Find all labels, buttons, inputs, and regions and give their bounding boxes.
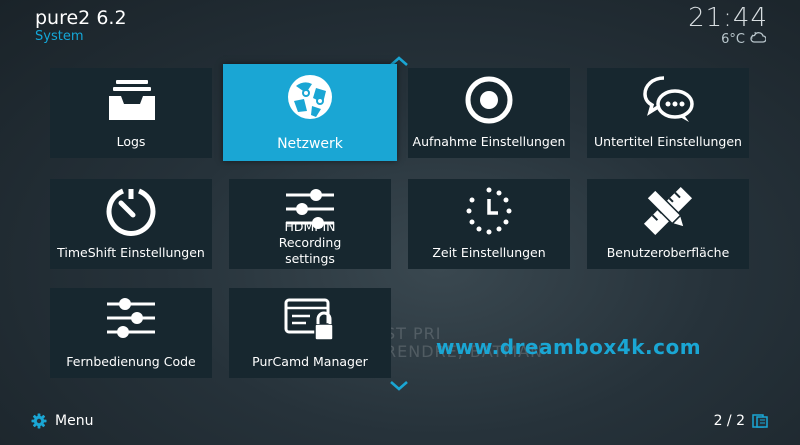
globe-network-icon xyxy=(282,71,338,123)
record-icon xyxy=(461,74,517,126)
tile-label: PurCamd Manager xyxy=(252,354,368,369)
tile-hdmi-in-recording-settings[interactable]: HDMI-IN Recording settings xyxy=(229,179,391,269)
page-indicator: 2 / 2 xyxy=(714,413,768,429)
weather: 6°C xyxy=(721,31,767,47)
clock: 21:44 xyxy=(688,3,768,33)
menu-label: Menu xyxy=(55,413,94,429)
watermark: www.dreambox4k.com xyxy=(436,335,702,359)
tile-label: Benutzeroberfläche xyxy=(606,245,730,260)
weather-cloud-icon xyxy=(750,31,767,47)
scroll-down-arrow-icon[interactable] xyxy=(389,380,409,392)
background-preview-text: ST PRI RENDRE, BATMAN xyxy=(385,324,544,361)
pages-icon xyxy=(752,414,768,428)
tile-label: Aufnahme Einstellungen xyxy=(412,134,566,149)
sliders-icon xyxy=(103,294,159,346)
tile-aufnahme-einstellungen[interactable]: Aufnahme Einstellungen xyxy=(408,68,570,158)
speech-bubble-icon xyxy=(640,74,696,126)
tray-icon xyxy=(103,74,159,126)
tile-label: Untertitel Einstellungen xyxy=(594,134,742,149)
tile-fernbedienung-code[interactable]: Fernbedienung Code xyxy=(50,288,212,378)
section-title: System xyxy=(35,29,84,44)
tile-label: HDMI-IN Recording settings xyxy=(278,219,342,266)
card-lock-icon xyxy=(282,294,338,346)
sliders-icon xyxy=(282,185,338,237)
menu-button[interactable]: Menu xyxy=(31,413,93,429)
app-title: pure2 6.2 xyxy=(35,7,127,29)
tile-zeit-einstellungen[interactable]: Zeit Einstellungen xyxy=(408,179,570,269)
tile-label: Logs xyxy=(116,134,146,149)
clock-icon xyxy=(461,185,517,237)
tile-benutzeroberflaeche[interactable]: Benutzeroberfläche xyxy=(587,179,749,269)
tile-label: TimeShift Einstellungen xyxy=(57,245,205,260)
gear-icon xyxy=(31,413,47,429)
timer-icon xyxy=(103,185,159,237)
tile-label: Zeit Einstellungen xyxy=(432,245,546,260)
tile-purcamd-manager[interactable]: PurCamd Manager xyxy=(229,288,391,378)
pencil-ruler-icon xyxy=(640,185,696,237)
tile-netzwerk[interactable]: Netzwerk xyxy=(223,64,397,161)
page-indicator-text: 2 / 2 xyxy=(713,413,745,429)
temperature: 6°C xyxy=(721,31,745,47)
tile-logs[interactable]: Logs xyxy=(50,68,212,158)
tile-timeshift-einstellungen[interactable]: TimeShift Einstellungen xyxy=(50,179,212,269)
tile-untertitel-einstellungen[interactable]: Untertitel Einstellungen xyxy=(587,68,749,158)
tile-label: Fernbedienung Code xyxy=(66,354,196,369)
tile-label: Netzwerk xyxy=(277,136,343,152)
scroll-up-arrow-icon[interactable] xyxy=(389,55,409,67)
